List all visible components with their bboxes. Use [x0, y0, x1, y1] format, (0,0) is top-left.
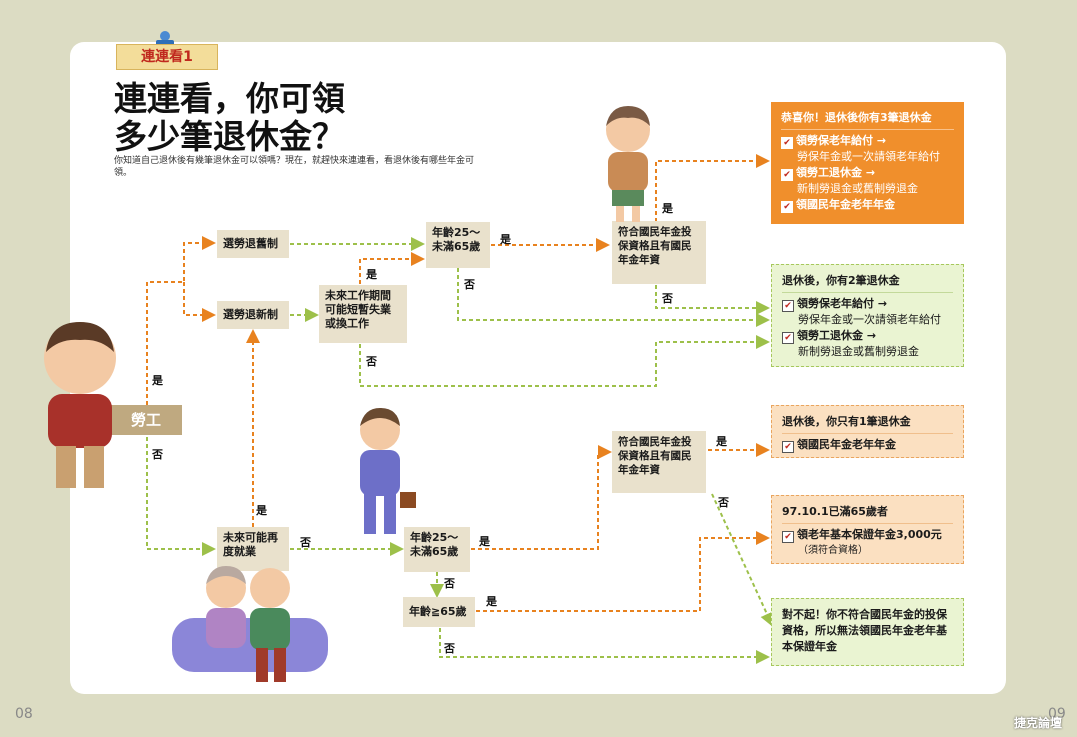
result-note: （須符合資格）	[798, 545, 868, 556]
connector-eligible-upper-yes	[655, 154, 770, 222]
box-future-work: 未來工作期間可能短暫失業或換工作	[319, 285, 407, 343]
label-yes: 是	[500, 233, 511, 246]
elderly-couple-figure	[172, 566, 328, 682]
box-worker: 勞工	[110, 405, 182, 435]
label-no: 否	[444, 577, 455, 590]
result-subtext: 勞保年金或一次請領老年給付	[797, 150, 940, 163]
label-yes: 是	[479, 535, 490, 548]
worker-figure	[44, 322, 116, 488]
businessman-figure	[360, 408, 416, 534]
connector-worker-no	[146, 437, 216, 556]
checkbox-icon: ✔	[781, 169, 793, 181]
label-yes: 是	[256, 504, 267, 517]
connector-age65-no	[439, 628, 770, 664]
connector-eligible-lower-no	[711, 493, 774, 627]
old-woman-figure	[606, 106, 650, 222]
box-eligible-lower: 符合國民年金投保資格且有國民年金年資	[612, 431, 706, 493]
title-line-2: 多少筆退休金？	[114, 117, 345, 156]
result-not-eligible: 對不起！你不符合國民年金的投保資格，所以無法領國民年金老年基本保證年金	[771, 598, 964, 666]
label-yes: 是	[152, 374, 163, 387]
box-old-system: 選勞退舊制	[217, 230, 289, 258]
section-tag: 連連看1	[116, 44, 218, 70]
page-title: 連連看，你可領 多少筆退休金？	[114, 80, 345, 156]
page-number-left: 08	[15, 706, 33, 722]
checkbox-icon: ✔	[781, 137, 793, 149]
result-basic-guarantee: 97.10.1已滿65歲者 ✔領老年基本保證年金3,000元 （須符合資格）	[771, 495, 964, 564]
page-number-right: 09	[1048, 706, 1066, 722]
connector-age-lower-yes	[471, 445, 612, 550]
checkbox-icon: ✔	[782, 332, 794, 344]
connector-future-work-yes	[359, 252, 425, 284]
result-item: ✔領勞保老年給付 →	[781, 133, 954, 149]
result-heading: 97.10.1已滿65歲者	[782, 504, 953, 524]
result-item: ✔領勞工退休金 →	[782, 328, 953, 344]
result-three-pensions: 恭喜你！退休後你有3筆退休金 ✔領勞保老年給付 → 勞保年金或一次請領老年給付 …	[771, 102, 964, 224]
box-reemploy: 未來可能再度就業	[217, 527, 289, 571]
result-item: ✔領老年基本保證年金3,000元	[782, 527, 953, 543]
result-subtext: 新制勞退金或舊制勞退金	[798, 345, 919, 358]
result-item: ✔領勞工退休金 →	[781, 165, 954, 181]
label-no: 否	[152, 448, 163, 461]
label-no: 否	[300, 536, 311, 549]
box-age-upper: 年齡25～未滿65歲	[426, 222, 490, 268]
title-line-1: 連連看，你可領	[114, 79, 345, 118]
watermark: 捷克論壇	[1014, 716, 1063, 730]
box-age65: 年齡≧65歲	[403, 597, 475, 627]
label-no: 否	[718, 496, 729, 509]
result-heading: 退休後，你有2筆退休金	[782, 273, 953, 293]
connector-age-upper-no	[457, 268, 770, 327]
box-age-lower: 年齡25～未滿65歲	[404, 527, 470, 572]
label-no: 否	[444, 642, 455, 655]
intro-text: 你知道自己退休後有幾筆退休金可以領嗎？現在，就趕快來連連看，看退休後有哪些年金可…	[114, 156, 475, 178]
label-yes: 是	[716, 435, 727, 448]
connector-age65-yes	[476, 531, 770, 612]
checkbox-icon: ✔	[782, 300, 794, 312]
connector-eligible-upper-no	[655, 285, 770, 315]
checkbox-icon: ✔	[781, 201, 793, 213]
result-two-pensions: 退休後，你有2筆退休金 ✔領勞保老年給付 → 勞保年金或一次請領老年給付 ✔領勞…	[771, 264, 964, 367]
result-item: ✔領勞保老年給付 →	[782, 296, 953, 312]
result-one-pension: 退休後，你只有1筆退休金 ✔領國民年金老年年金	[771, 405, 964, 458]
result-heading: 恭喜你！退休後你有3筆退休金	[781, 110, 954, 130]
label-yes: 是	[366, 268, 377, 281]
box-new-system: 選勞退新制	[217, 301, 289, 329]
checkbox-icon: ✔	[782, 441, 794, 453]
label-yes: 是	[662, 202, 673, 215]
result-subtext: 勞保年金或一次請領老年給付	[798, 313, 941, 326]
result-subtext: 新制勞退金或舊制勞退金	[797, 182, 918, 195]
checkbox-icon: ✔	[782, 531, 794, 543]
result-heading: 退休後，你只有1筆退休金	[782, 414, 953, 434]
connector-future-work-no	[359, 335, 770, 387]
label-no: 否	[662, 292, 673, 305]
label-no: 否	[464, 278, 475, 291]
result-item: ✔領國民年金老年年金	[781, 197, 954, 213]
label-no: 否	[366, 355, 377, 368]
result-item: ✔領國民年金老年年金	[782, 437, 953, 453]
connector-worker-new	[183, 282, 216, 322]
box-eligible-upper: 符合國民年金投保資格且有國民年金年資	[612, 221, 706, 284]
label-yes: 是	[486, 595, 497, 608]
